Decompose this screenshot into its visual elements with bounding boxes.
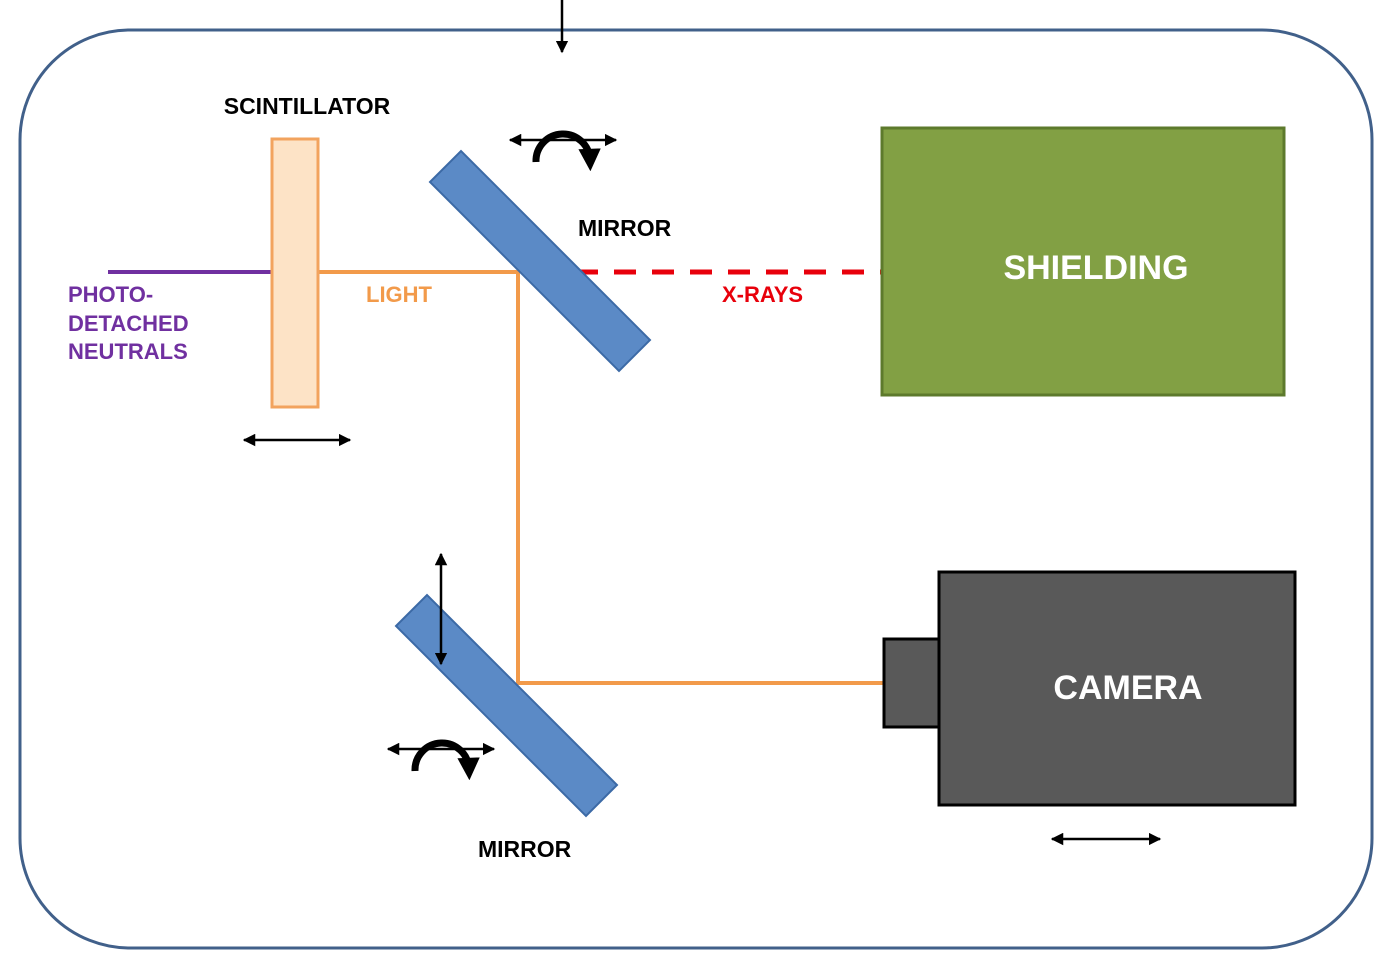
vacuum-enclosure	[18, 28, 1374, 950]
neutrals-label-line1: PHOTO-	[68, 282, 153, 307]
xrays-label: X-RAYS	[722, 282, 803, 307]
neutrals-label-line2: DETACHED	[68, 311, 189, 336]
mirror-bottom-label: MIRROR	[478, 836, 572, 862]
scintillator	[270, 137, 320, 409]
neutrals-label-line3: NEUTRALS	[68, 339, 188, 364]
scintillator-label: SCINTILLATOR	[224, 93, 391, 119]
rotate-arrow-icon	[411, 739, 480, 781]
shielding-label: SHIELDING	[1003, 249, 1188, 287]
mirror-bottom	[394, 593, 619, 818]
camera-body	[937, 570, 1297, 807]
mirror-top-label: MIRROR	[578, 215, 672, 241]
camera-lens	[882, 637, 942, 729]
mirror-top	[428, 149, 652, 373]
shielding-block	[880, 126, 1286, 397]
camera-label: CAMERA	[1053, 669, 1202, 707]
light-label: LIGHT	[366, 282, 433, 307]
rotate-arrow-icon	[532, 130, 601, 172]
light-path	[318, 270, 884, 685]
